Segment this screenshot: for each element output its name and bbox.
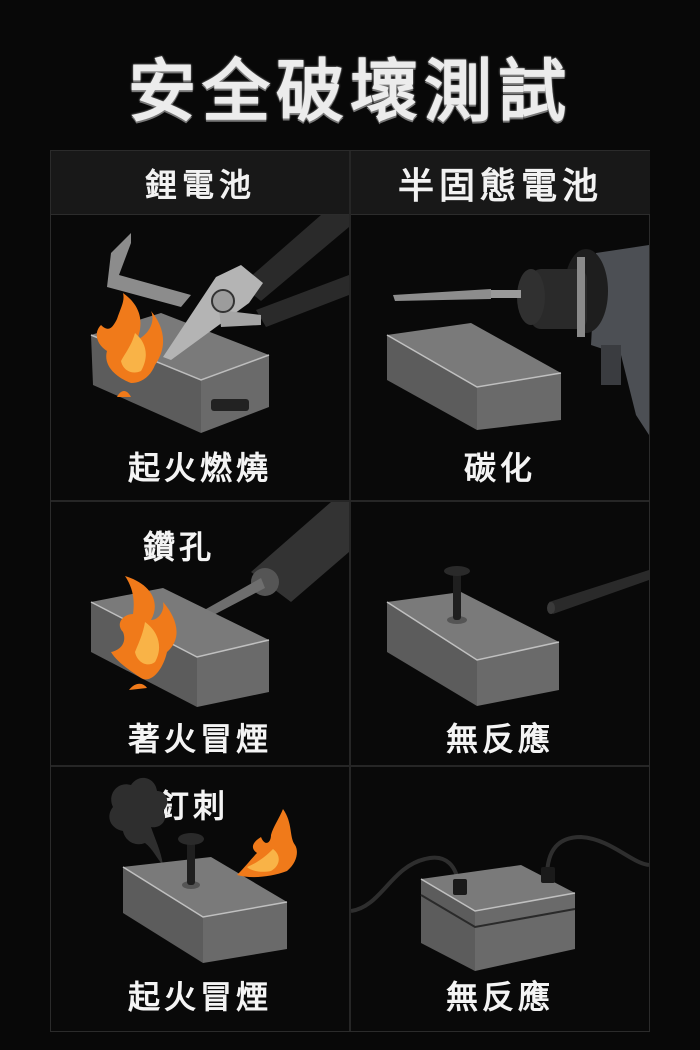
drill-icon (90, 502, 349, 707)
result-label: 起火燃燒 (127, 449, 272, 487)
result-label: 起火冒煙 (127, 978, 272, 1016)
column-divider (349, 151, 351, 1031)
row-divider (51, 765, 649, 767)
cable-icon (351, 834, 649, 971)
result-label: 碳化 (463, 449, 536, 487)
cell-semi-solid-cable: 無反應 (351, 767, 649, 1031)
column-header-lithium: 鋰電池 (51, 151, 350, 215)
drill-icon (386, 245, 649, 435)
cell-semi-solid-nail: 無反應 (351, 502, 649, 765)
column-header-semi-solid: 半固態電池 (351, 151, 650, 215)
pliers-icon (90, 215, 349, 433)
result-label: 無反應 (445, 978, 554, 1016)
method-label: 鑽孔 (143, 528, 216, 566)
cell-lithium-nail: 釘刺 起火冒煙 (51, 767, 349, 1031)
cell-semi-solid-drill: 碳化 (351, 215, 649, 500)
method-label: 釘刺 (157, 787, 230, 825)
row-divider (51, 500, 649, 502)
page-title: 安全破壞測試 (127, 53, 572, 132)
nail-icon (386, 566, 649, 706)
result-label: 著火冒煙 (127, 720, 272, 758)
comparison-grid: 鋰電池 半固態電池 起火燃燒 (50, 150, 650, 1032)
cell-lithium-drilling: 鑽孔 著火冒煙 (51, 502, 349, 765)
result-label: 無反應 (445, 720, 554, 758)
nail-icon (109, 777, 297, 963)
cell-lithium-pliers: 起火燃燒 (51, 215, 349, 500)
